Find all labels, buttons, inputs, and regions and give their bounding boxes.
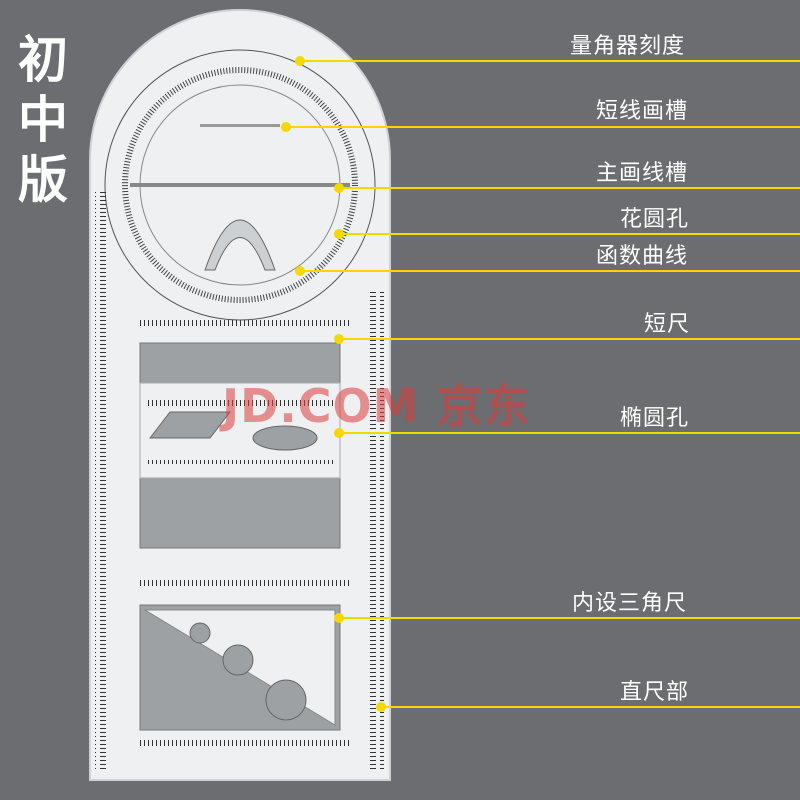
callout-label: 花圆孔	[620, 207, 690, 232]
title-char: 初	[18, 31, 68, 89]
callout-label: 短线画槽	[596, 99, 689, 124]
watermark: JD.COM 京东	[222, 379, 531, 433]
callout-label: 短尺	[644, 312, 691, 337]
callout-label: 量角器刻度	[570, 34, 686, 59]
callout-label: 直尺部	[620, 680, 690, 705]
callout-label: 主画线槽	[596, 161, 689, 186]
title-char: 中	[18, 91, 68, 149]
callout-label: 椭圆孔	[620, 406, 690, 431]
title-char: 版	[18, 151, 68, 209]
edition-title: 初 中 版	[18, 30, 78, 210]
callout-label: 函数曲线	[596, 244, 689, 269]
callout-label: 内设三角尺	[572, 591, 688, 616]
